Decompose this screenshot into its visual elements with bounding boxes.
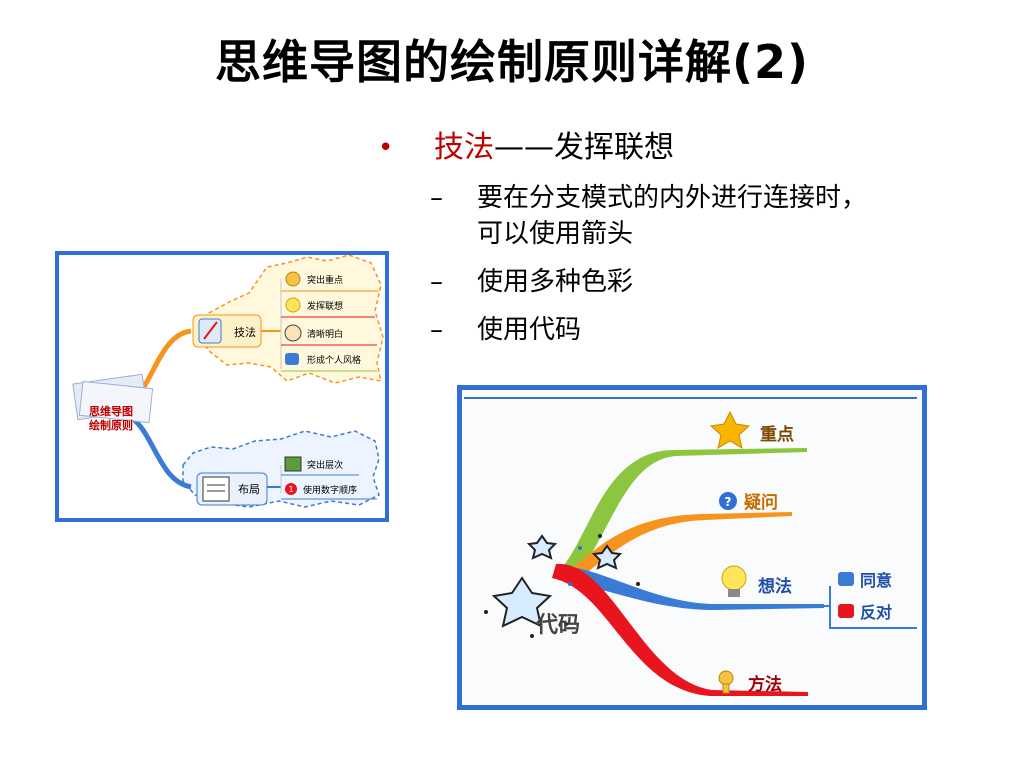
mindmap-figure-codes: 代码 重点 ? 疑问 想法 方法 同意 反对 xyxy=(457,385,927,710)
branch-red xyxy=(552,563,808,696)
center-label-line: 绘制原则 xyxy=(89,418,133,432)
sub-bullet-text-line: 要在分支模式的内外进行连接时， xyxy=(477,183,868,213)
center-image-card xyxy=(78,380,154,424)
sub-item: 突出重点 xyxy=(281,271,379,292)
key-icon xyxy=(718,670,734,686)
bullet-dash: —— xyxy=(494,130,554,165)
sub-bullet-text-line: 可以使用箭头 xyxy=(477,219,634,249)
node-label: 布局 xyxy=(238,483,260,496)
center-label: 代码 xyxy=(535,613,580,638)
branch-orange xyxy=(566,512,792,582)
sub-item: 反对 xyxy=(838,603,892,622)
svg-text:1: 1 xyxy=(288,485,293,494)
thumbs-up-icon xyxy=(285,353,299,365)
bullet-marker: • xyxy=(378,133,394,163)
bullet-text: 发挥联想 xyxy=(554,130,674,165)
svg-text:?: ? xyxy=(725,495,732,509)
mindmap-figure-principles: 思维导图 绘制原则 技法 突出重点 发挥联想 清晰明白 形成个人风格 xyxy=(55,251,389,522)
branch-item: 重点 xyxy=(709,410,794,450)
branch-label: 方法 xyxy=(748,674,782,695)
sub-item-label: 使用数字顺序 xyxy=(303,484,357,496)
lightbulb-icon xyxy=(285,297,301,313)
star-icon xyxy=(526,534,558,560)
sub-item: 形成个人风格 xyxy=(281,353,377,372)
sub-item-label: 突出重点 xyxy=(307,274,343,286)
star-icon xyxy=(591,544,623,570)
books-icon xyxy=(284,456,302,472)
bullet-list: • 技法——发挥联想 – 要在分支模式的内外进行连接时， 可以使用箭头 – 使用… xyxy=(378,128,1018,360)
star-icon xyxy=(491,576,553,628)
sub-item-label: 发挥联想 xyxy=(307,300,343,312)
sub-bullet-marker: – xyxy=(430,183,443,213)
mindmap-principles-svg: 思维导图 绘制原则 技法 突出重点 发挥联想 清晰明白 形成个人风格 xyxy=(72,255,384,508)
mindmap-codes-svg: 代码 重点 ? 疑问 想法 方法 同意 反对 xyxy=(462,390,922,705)
sub-bullet-list: – 要在分支模式的内外进行连接时， 可以使用箭头 – 使用多种色彩 – 使用代码 xyxy=(378,180,1018,348)
key-icon xyxy=(285,271,301,287)
sub-bullet-marker: – xyxy=(430,267,443,297)
branch-label: 想法 xyxy=(758,576,792,597)
calendar-icon xyxy=(202,476,230,502)
branch-item: 想法 xyxy=(721,565,792,597)
sub-bullet-text-line: 使用代码 xyxy=(477,315,582,345)
cloud-boundary-top xyxy=(196,255,384,384)
center-label-line: 思维导图 xyxy=(89,404,133,418)
sub-item: 1 使用数字顺序 xyxy=(281,483,377,500)
lightbulb-icon xyxy=(721,565,747,591)
branch-item: 方法 xyxy=(718,670,782,695)
sub-item-label: 突出层次 xyxy=(307,459,343,471)
number-one-icon xyxy=(285,483,297,495)
sub-item: 突出层次 xyxy=(281,456,359,476)
branch-green xyxy=(558,448,807,578)
thumbs-up-icon xyxy=(838,572,854,586)
slide-title: 思维导图的绘制原则详解(2) xyxy=(214,35,810,89)
branch-label: 重点 xyxy=(760,424,794,445)
sub-item-label: 清晰明白 xyxy=(307,328,343,340)
sub-bullet-text-line: 使用多种色彩 xyxy=(477,267,634,297)
sub-item: 清晰明白 xyxy=(281,324,377,346)
branch-item: ? 疑问 xyxy=(719,492,778,513)
sub-item: 发挥联想 xyxy=(281,297,375,318)
sub-item: 同意 xyxy=(838,571,892,590)
bullet-accent-text: 技法 xyxy=(434,130,494,165)
sub-bullet-item: – 要在分支模式的内外进行连接时， 可以使用箭头 xyxy=(430,180,1018,252)
face-icon xyxy=(284,324,302,342)
sub-bullet-item: – 使用代码 xyxy=(430,312,1018,348)
sub-bullet-marker: – xyxy=(430,315,443,345)
bullet-item: • 技法——发挥联想 xyxy=(378,128,1018,168)
sub-item-label: 同意 xyxy=(860,571,892,590)
sub-item-label: 反对 xyxy=(860,603,892,622)
sub-item-label: 形成个人风格 xyxy=(307,354,361,366)
node-label: 技法 xyxy=(234,325,256,339)
thumbs-down-icon xyxy=(838,604,854,618)
branch-label: 疑问 xyxy=(744,492,778,513)
star-icon xyxy=(709,410,751,450)
sub-bullet-item: – 使用多种色彩 xyxy=(430,264,1018,300)
question-mark-icon xyxy=(719,492,737,510)
branch-line-bottom xyxy=(129,415,192,490)
